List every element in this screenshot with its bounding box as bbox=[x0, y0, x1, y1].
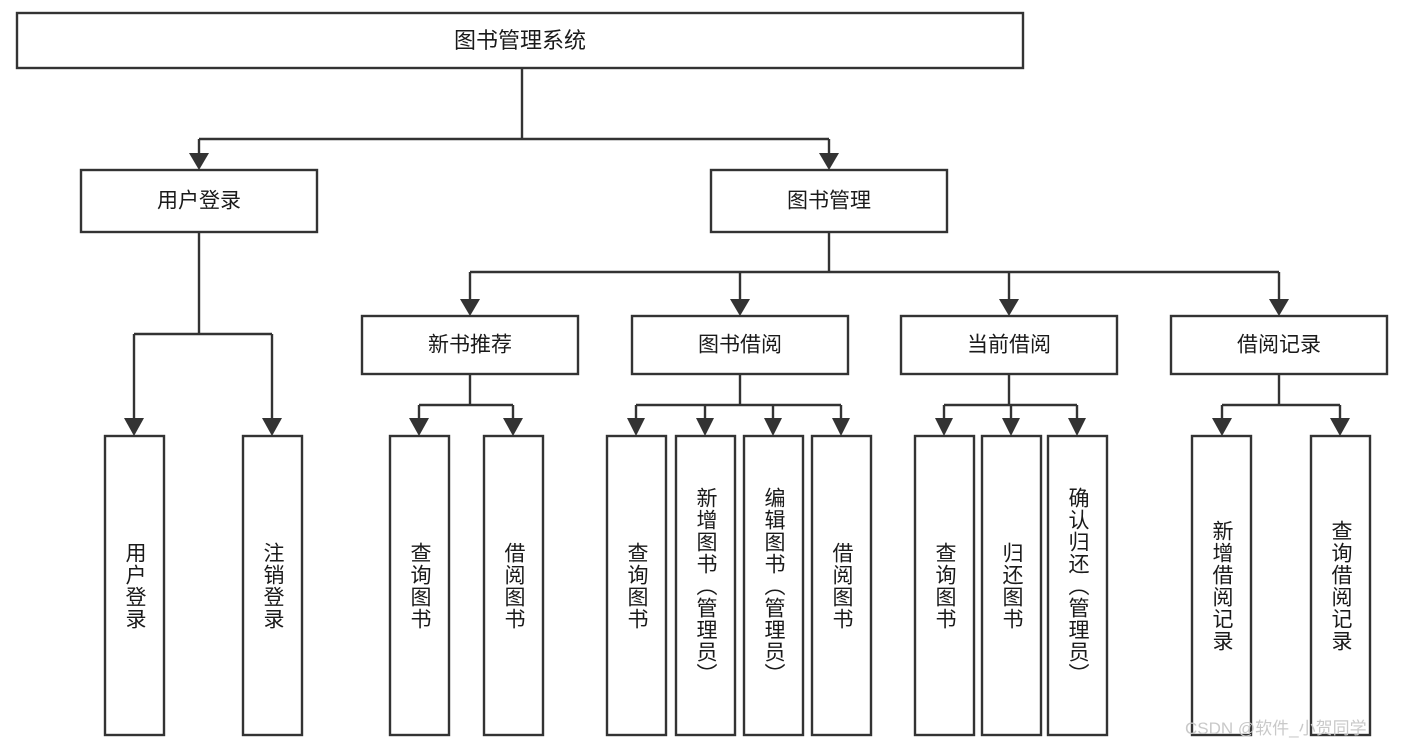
arrowhead-book-mgmt-to-l3-1 bbox=[730, 299, 750, 316]
leaf-box-user-login-1[interactable] bbox=[241, 434, 304, 737]
arrowhead-user-login-leaf-0 bbox=[124, 418, 144, 436]
node-borrow-record-label: 借阅记录 bbox=[1237, 334, 1321, 357]
leaf-box-recommend-0[interactable] bbox=[388, 434, 451, 737]
arrowhead-record-leaf-1 bbox=[1330, 418, 1350, 436]
arrowhead-borrow-leaf-2 bbox=[764, 418, 782, 436]
node-root-label: 图书管理系统 bbox=[454, 28, 586, 53]
arrowhead-root-to-book-mgmt bbox=[819, 153, 839, 170]
arrowhead-book-mgmt-to-l3-0 bbox=[460, 299, 480, 316]
leaf-box-current-0[interactable] bbox=[913, 434, 976, 737]
node-current-borrow-label: 当前借阅 bbox=[967, 334, 1051, 357]
node-user-login-label: 用户登录 bbox=[157, 190, 241, 213]
arrowhead-borrow-leaf-3 bbox=[832, 418, 850, 436]
arrowhead-current-leaf-1 bbox=[1002, 418, 1020, 436]
node-borrow-record[interactable] bbox=[1169, 314, 1389, 376]
node-book-borrow-label: 图书借阅 bbox=[698, 334, 782, 357]
node-book-management-label: 图书管理 bbox=[787, 190, 871, 213]
arrowhead-current-leaf-0 bbox=[935, 418, 953, 436]
leaf-box-record-0[interactable] bbox=[1190, 434, 1253, 737]
node-root[interactable] bbox=[15, 11, 1025, 70]
leaf-box-current-2[interactable] bbox=[1046, 434, 1109, 737]
node-book-borrow[interactable] bbox=[630, 314, 850, 376]
leaf-box-record-1[interactable] bbox=[1309, 434, 1372, 737]
leaf-box-borrow-2[interactable] bbox=[742, 434, 805, 737]
arrowhead-recommend-leaf-0 bbox=[409, 418, 429, 436]
node-book-management[interactable] bbox=[709, 168, 949, 234]
arrowhead-borrow-leaf-1 bbox=[696, 418, 714, 436]
node-new-book-recommend[interactable] bbox=[360, 314, 580, 376]
arrowhead-recommend-leaf-1 bbox=[503, 418, 523, 436]
node-current-borrow[interactable] bbox=[899, 314, 1119, 376]
arrowhead-root-to-user-login bbox=[189, 153, 209, 170]
arrowhead-current-leaf-2 bbox=[1068, 418, 1086, 436]
leaf-box-user-login-0[interactable] bbox=[103, 434, 166, 737]
arrowhead-book-mgmt-to-l3-2 bbox=[999, 299, 1019, 316]
leaf-box-recommend-1[interactable] bbox=[482, 434, 545, 737]
arrowhead-book-mgmt-to-l3-3 bbox=[1269, 299, 1289, 316]
leaf-box-borrow-0[interactable] bbox=[605, 434, 668, 737]
arrowhead-record-leaf-0 bbox=[1212, 418, 1232, 436]
leaf-box-borrow-1[interactable] bbox=[674, 434, 737, 737]
leaf-box-current-1[interactable] bbox=[980, 434, 1043, 737]
leaf-box-borrow-3[interactable] bbox=[810, 434, 873, 737]
watermark: CSDN @软件_小贺同学 bbox=[1185, 719, 1367, 738]
arrowhead-borrow-leaf-0 bbox=[627, 418, 645, 436]
arrowhead-user-login-leaf-1 bbox=[262, 418, 282, 436]
node-new-book-recommend-label: 新书推荐 bbox=[428, 334, 512, 357]
